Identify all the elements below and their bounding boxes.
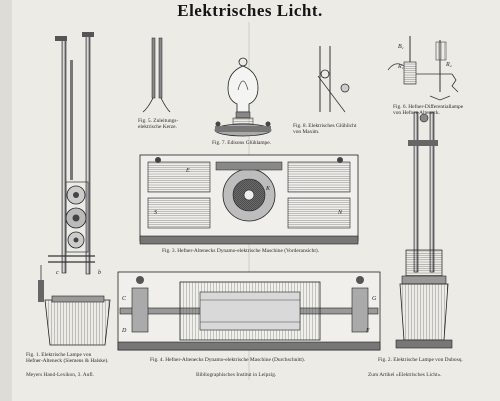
caption-fig1: Fig. 1. Elektrische Lampe von Hefner-Alt…	[26, 352, 109, 365]
footer-left: Meyers Hand-Lexikon, 3. Aufl.	[26, 372, 94, 378]
footer-center: Bibliographisches Institut in Leipzig.	[196, 372, 277, 378]
label-r1: R₁	[398, 64, 404, 70]
plate-title: Elektrisches Licht.	[177, 1, 323, 20]
caption-fig2: Fig. 2. Elektrische Lampe von Dubosq.	[378, 357, 463, 363]
label-b-small: b	[98, 270, 101, 276]
fig5-candle	[142, 37, 171, 113]
label-k: K	[266, 186, 271, 192]
caption-fig8: Fig. 8. Elektrisches Glühlicht von Maxim…	[293, 123, 357, 136]
label-g: G	[372, 296, 377, 302]
fig4-dynamo-section	[117, 271, 381, 351]
label-c-small: c	[56, 270, 59, 276]
caption-fig7: Fig. 7. Edisons Glühlampe.	[212, 140, 271, 146]
label-s: S	[154, 210, 157, 216]
label-d: D	[122, 328, 127, 334]
fig7-edison-lamp	[214, 57, 272, 137]
fig6-differential-lamp	[387, 36, 459, 101]
caption-fig5: Fig. 5. Zuleitungs- elektrische Kerze.	[138, 118, 179, 131]
fig2-dubosq-lamp	[395, 111, 453, 349]
caption-fig6: Fig. 6. Hefner-Differentiallampe von Hef…	[393, 104, 464, 117]
label-e: E	[186, 168, 190, 174]
label-r2: R₂	[446, 62, 452, 68]
label-f: F	[366, 328, 370, 334]
footer-right: Zum Artikel »Elektrisches Licht«.	[368, 372, 442, 378]
fig1-hefner-lamp	[38, 32, 111, 346]
label-n: N	[338, 210, 343, 216]
fig8-maxim-light	[317, 46, 350, 113]
caption-fig3: Fig. 3. Hefner-Altenecks Dynamo-elektris…	[162, 248, 319, 254]
fig3-dynamo-front	[139, 154, 359, 245]
label-b1: B₁	[398, 44, 404, 50]
label-c: C	[122, 296, 127, 302]
caption-fig4: Fig. 4. Hefner-Altenecks Dynamo-elektris…	[150, 357, 305, 363]
